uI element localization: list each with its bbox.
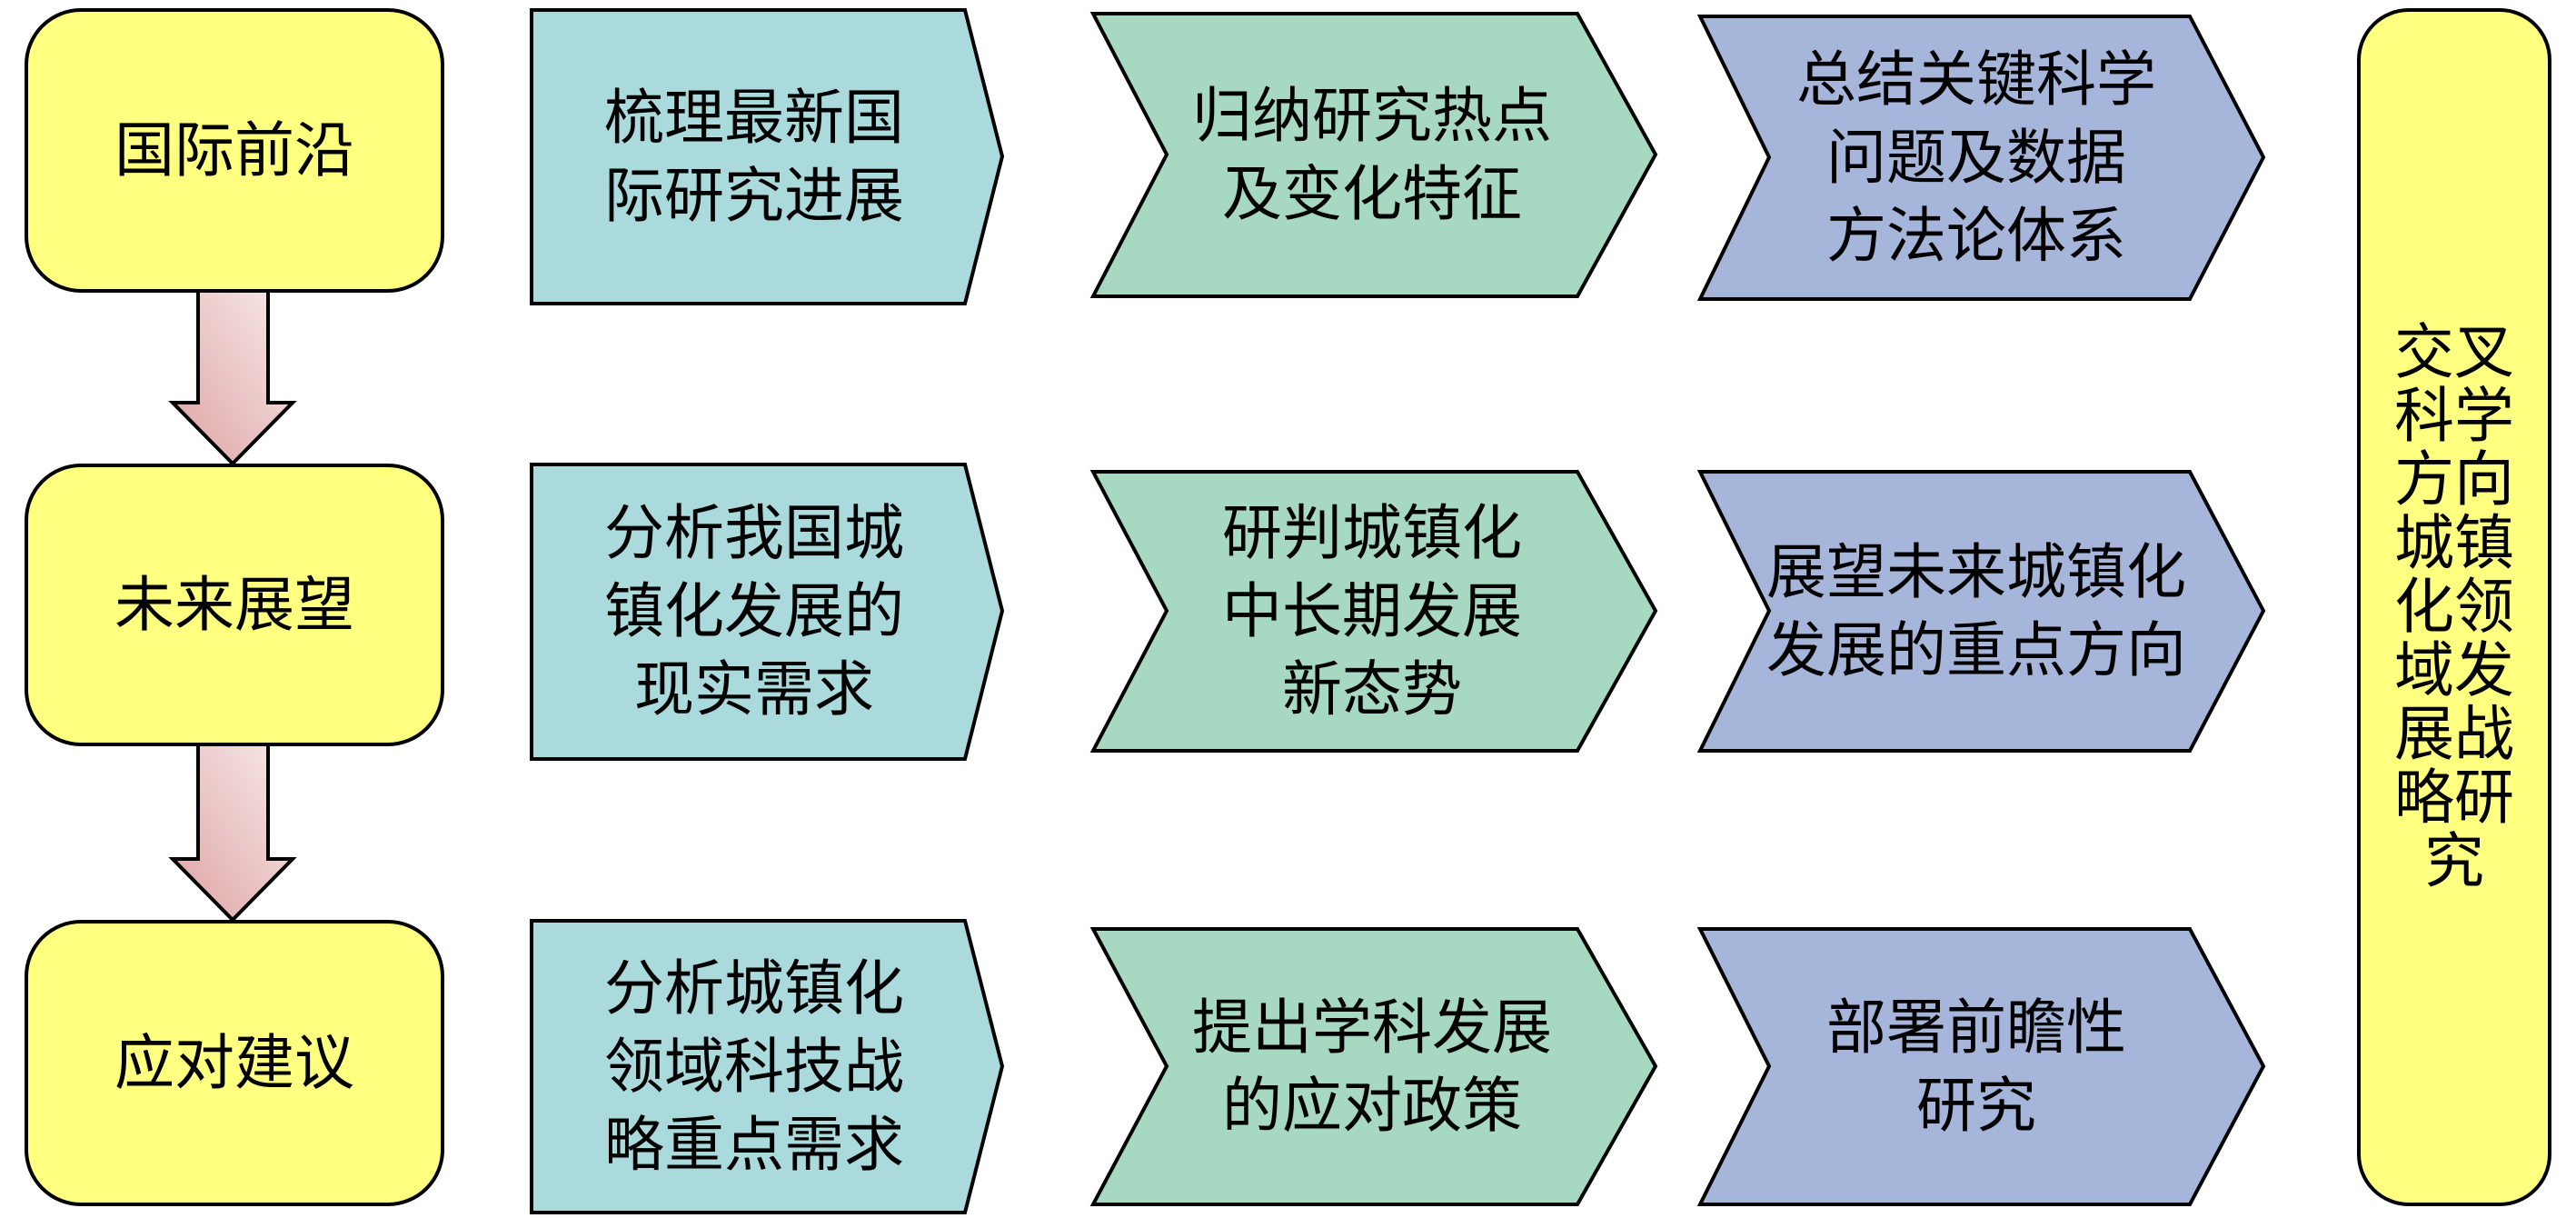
line: 方向 (2394, 444, 2514, 514)
line: 及变化特征 (1222, 158, 1522, 229)
line: 新态势 (1282, 654, 1462, 724)
analyze-label-2: 研判城镇化中长期发展新态势 (1154, 472, 1590, 751)
down-arrow-2 (168, 743, 297, 923)
line: 研判城镇化 (1222, 497, 1522, 568)
analyze-shape-2 (1089, 470, 1658, 753)
line: 研究 (1916, 1070, 2036, 1141)
line: 分析城镇化 (604, 953, 904, 1023)
analyze-shape-1 (1089, 12, 1658, 298)
line: 现实需求 (634, 654, 874, 724)
line: 镇化发展的 (604, 576, 904, 646)
side-box (2357, 8, 2551, 1206)
line: 略重点需求 (604, 1109, 904, 1180)
line: 域发 (2394, 635, 2514, 705)
analyze-label-1: 归纳研究热点及变化特征 (1154, 14, 1590, 296)
conclude-label-1: 总结关键科学问题及数据方法论体系 (1754, 16, 2199, 299)
line: 化领 (2394, 572, 2514, 642)
conclude-shape-1 (1696, 15, 2266, 301)
stage-label-1: 国际前沿 (26, 10, 443, 291)
review-label-3: 分析城镇化领域科技战略重点需求 (532, 921, 977, 1213)
line: 展望未来城镇化 (1766, 536, 2186, 607)
line: 城镇 (2394, 508, 2514, 578)
review-shape-1 (530, 8, 1005, 305)
line: 提出学科发展 (1192, 992, 1552, 1063)
side-label: 交叉 科学 方向 城镇 化领 域发 展战 略研 究 (2359, 10, 2550, 1204)
stage-label-2: 未来展望 (26, 465, 443, 744)
conclude-label-3: 部署前瞻性研究 (1754, 929, 2199, 1204)
review-shape-3 (530, 919, 1005, 1214)
line: 略研 (2394, 763, 2514, 833)
line: 发展的重点方向 (1766, 614, 2186, 685)
conclude-shape-3 (1696, 927, 2266, 1206)
line: 际研究进展 (604, 160, 904, 231)
line: 的应对政策 (1222, 1070, 1522, 1141)
stage-text: 国际前沿 (114, 115, 354, 185)
stage-label-3: 应对建议 (26, 922, 443, 1204)
review-label-1: 梳理最新国际研究进展 (532, 10, 977, 304)
line: 归纳研究热点 (1192, 80, 1552, 151)
stage-text: 未来展望 (114, 569, 354, 640)
line: 领域科技战 (604, 1031, 904, 1102)
line: 分析我国城 (604, 498, 904, 568)
conclude-label-2: 展望未来城镇化发展的重点方向 (1754, 472, 2199, 751)
line: 问题及数据 (1826, 122, 2126, 193)
line: 科学 (2394, 381, 2514, 451)
line: 梳理最新国 (604, 82, 904, 153)
line: 交叉 (2394, 317, 2514, 387)
line: 中长期发展 (1222, 575, 1522, 646)
line: 方法论体系 (1826, 200, 2126, 271)
line: 究 (2424, 826, 2484, 896)
line: 展战 (2394, 699, 2514, 769)
analyze-label-3: 提出学科发展的应对政策 (1154, 929, 1590, 1204)
conclude-shape-2 (1696, 470, 2266, 753)
review-shape-2 (530, 463, 1005, 761)
analyze-shape-3 (1089, 927, 1658, 1206)
stage-text: 应对建议 (114, 1027, 354, 1098)
down-arrow-1 (168, 289, 297, 466)
line: 部署前瞻性 (1826, 992, 2126, 1063)
review-label-2: 分析我国城镇化发展的现实需求 (532, 464, 977, 759)
line: 总结关键科学 (1796, 44, 2156, 115)
stage-box-3 (25, 920, 444, 1206)
